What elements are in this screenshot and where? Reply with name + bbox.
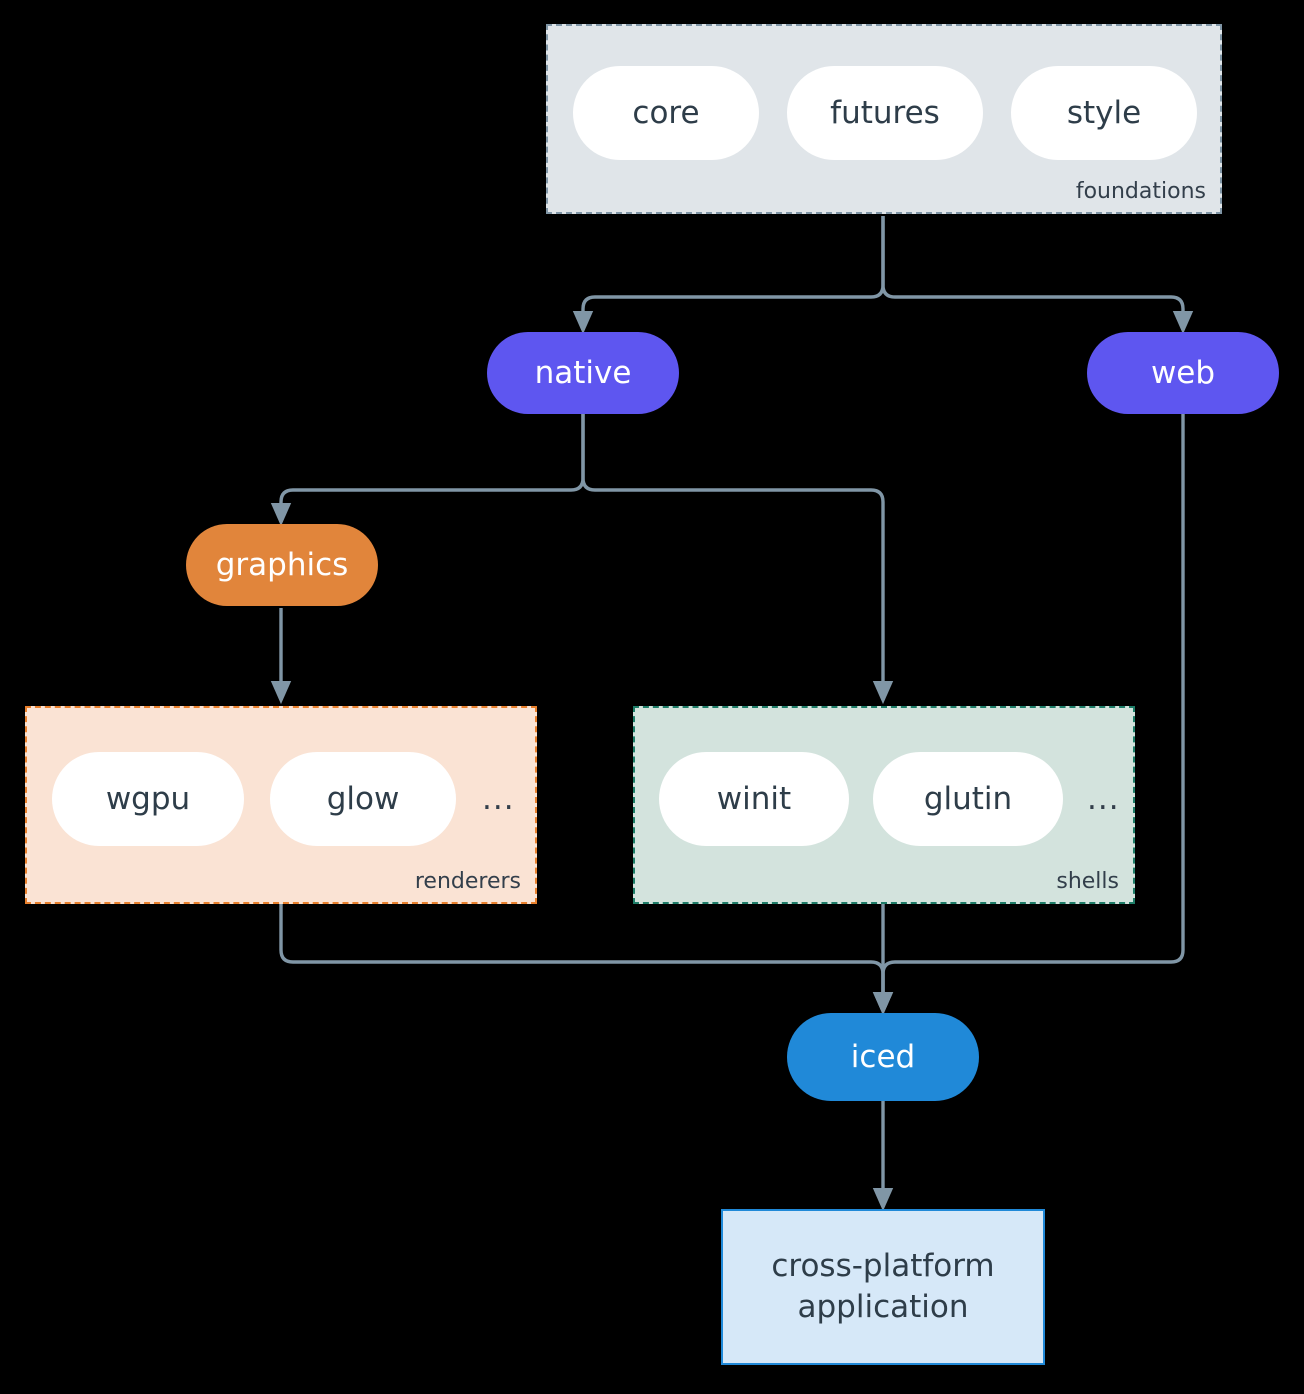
- chip-core[interactable]: core: [573, 66, 759, 160]
- node-application[interactable]: cross-platform application: [721, 1209, 1045, 1365]
- cluster-shells: winit glutin ... shells: [633, 706, 1135, 904]
- chip-glow[interactable]: glow: [270, 752, 456, 846]
- node-web[interactable]: web: [1087, 332, 1279, 414]
- cluster-renderers: wgpu glow ... renderers: [25, 706, 537, 904]
- node-iced[interactable]: iced: [787, 1013, 979, 1101]
- node-web-label: web: [1150, 355, 1216, 391]
- chip-winit[interactable]: winit: [659, 752, 849, 846]
- chip-shells-ellipsis: ...: [1087, 780, 1120, 817]
- node-native-label: native: [534, 355, 632, 391]
- edge-native-graphics: [270, 414, 585, 527]
- chip-style[interactable]: style: [1011, 66, 1197, 160]
- edge-foundations-native: [572, 216, 885, 335]
- chip-renderers-ellipsis: ...: [482, 780, 515, 817]
- chip-wgpu[interactable]: wgpu: [52, 752, 244, 846]
- cluster-foundations-chips: core futures style: [548, 26, 1245, 174]
- cluster-shells-label: shells: [1056, 869, 1119, 894]
- node-graphics-label: graphics: [215, 547, 349, 583]
- edge-foundations-web: [881, 216, 1194, 335]
- edge-native-shells: [581, 414, 894, 705]
- cluster-foundations-label: foundations: [1075, 179, 1206, 204]
- application-line-2: application: [797, 1289, 969, 1325]
- cluster-renderers-label: renderers: [414, 869, 521, 894]
- chip-futures[interactable]: futures: [787, 66, 983, 160]
- cluster-foundations: core futures style foundations: [546, 24, 1222, 214]
- cluster-shells-chips: winit glutin ...: [635, 708, 1157, 862]
- edge-renderers-iced: [279, 904, 894, 1016]
- application-line-1: cross-platform: [771, 1248, 995, 1285]
- chip-glutin[interactable]: glutin: [873, 752, 1063, 846]
- node-iced-label: iced: [850, 1039, 916, 1075]
- node-graphics[interactable]: graphics: [186, 524, 378, 606]
- cluster-renderers-chips: wgpu glow ...: [27, 708, 560, 862]
- node-native[interactable]: native: [487, 332, 679, 414]
